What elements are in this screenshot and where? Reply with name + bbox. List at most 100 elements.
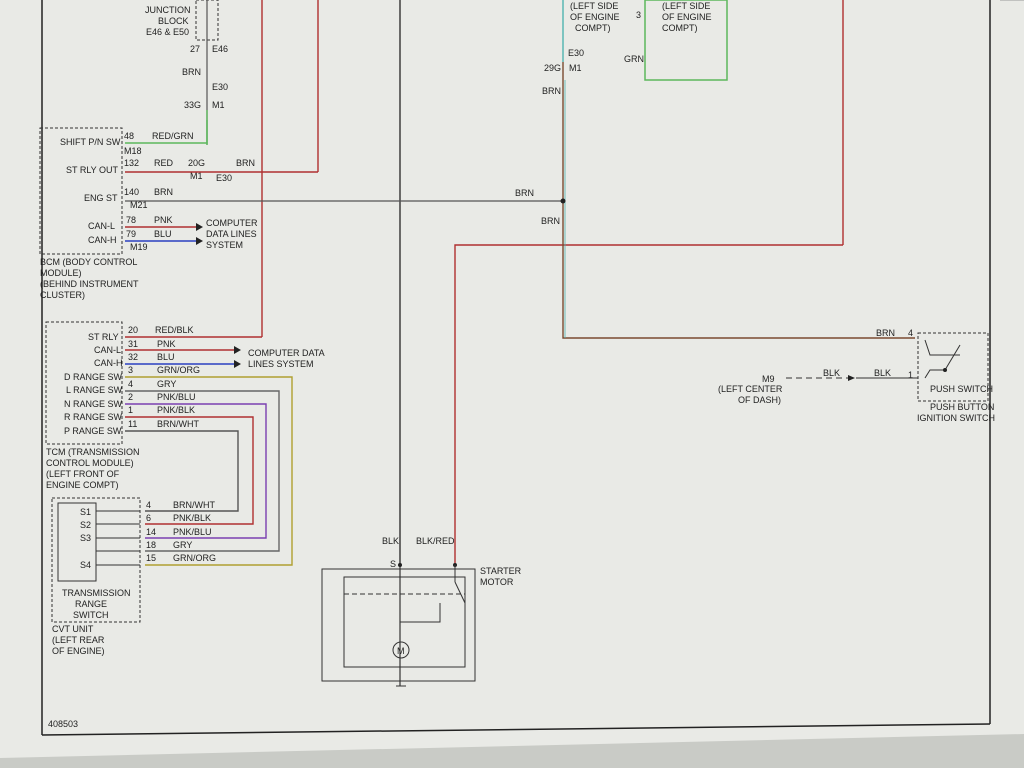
cvt-pins-4-wire: GRN/ORG xyxy=(173,553,216,563)
bcm-data_lines-line3: SYSTEM xyxy=(206,240,243,250)
top-pin_27: 27 xyxy=(190,44,200,54)
bcm-pin-engst: ENG ST 140 BRN M21 xyxy=(84,187,173,210)
bcm-pins-1-pin: 132 xyxy=(124,158,139,168)
starter-wire_blk: BLK xyxy=(382,536,399,546)
tcm-pins-1-label: CAN-L xyxy=(94,345,121,355)
push-button-ignition-switch: BRN 4 PUSH SWITCH PUSH BUTTON IGNITION S… xyxy=(718,328,995,423)
starter-motor: BLK BLK/RED S STARTER MOTOR M xyxy=(321,536,522,687)
left-side-label-1: (LEFT SIDE xyxy=(570,1,618,11)
bcm-pins-1-label: ST RLY OUT xyxy=(66,165,119,175)
bcm-data-lines: COMPUTER xyxy=(206,218,258,228)
push-switch-title: PUSH BUTTON xyxy=(930,402,994,412)
bcm-pin-strly: ST RLY OUT 132 RED 20G M1 E30 BRN xyxy=(66,158,318,183)
top-wire_brn: BRN xyxy=(182,67,201,77)
tcm-pins-3-wire: GRN/ORG xyxy=(157,365,200,375)
cvt-switch-s1: S1 xyxy=(80,507,91,517)
tcm-pins-3-pin: 3 xyxy=(128,365,133,375)
cvt-title-line3: SWITCH xyxy=(73,610,109,620)
wire-runs xyxy=(125,0,915,565)
tcm-pins-2-pin: 32 xyxy=(128,352,138,362)
tcm-pins-5-pin: 2 xyxy=(128,392,133,402)
top-wire_brn_b: BRN xyxy=(542,86,561,96)
cvt-pins-1-wire: PNK/BLK xyxy=(173,513,211,523)
tcm-pins-6-pin: 1 xyxy=(128,405,133,415)
bcm-pin_20g: 20G xyxy=(188,158,205,168)
top-left_side_2-line3: COMPT) xyxy=(662,23,698,33)
cvt-pins-4-pin: 15 xyxy=(146,553,156,563)
cvt-pins-3-wire: GRY xyxy=(173,540,192,550)
starter-title-line2: MOTOR xyxy=(480,577,514,587)
top-pin_33g: 33G xyxy=(184,100,201,110)
bcm-pins-4-pin: 79 xyxy=(126,229,136,239)
top-left_side_1-line3: COMPT) xyxy=(575,23,611,33)
tcm-pins-4-wire: GRY xyxy=(157,379,176,389)
bcm-pins-4-conn: M19 xyxy=(130,242,148,252)
top-junction_block-line2: BLOCK xyxy=(158,16,189,26)
starter-term_s: S xyxy=(390,559,396,569)
bcm-caption: BCM (BODY CONTROL xyxy=(40,257,137,267)
ground-connector: M9 xyxy=(762,374,775,384)
cvt-pins-2-pin: 14 xyxy=(146,527,156,537)
tcm-pins-1-wire: PNK xyxy=(157,339,176,349)
bcm-pins-2-conn: M21 xyxy=(130,200,148,210)
cvt-switch-s4: S4 xyxy=(80,560,91,570)
bcm-pins-2-label: ENG ST xyxy=(84,193,118,203)
bcm-pins-3-wire: PNK xyxy=(154,215,173,225)
cvt-switch-s2: S2 xyxy=(80,520,91,530)
tcm-pins-7-label: P RANGE SW xyxy=(64,426,122,436)
cvt-caption: CVT UNIT xyxy=(52,624,94,634)
bcm-pins-2-pin: 140 xyxy=(124,187,139,197)
splice-wire-in: BRN xyxy=(515,188,534,198)
tcm-pins-3-label: D RANGE SW xyxy=(64,372,123,382)
bcm-pin-canh: CAN-H 79 BLU M19 xyxy=(88,229,203,252)
tcm-pins-2-label: CAN-H xyxy=(94,358,123,368)
tcm-pins-1-pin: 31 xyxy=(128,339,138,349)
bcm-caption-line3: (BEHIND INSTRUMENT xyxy=(40,279,139,289)
tcm-pins-4-label: L RANGE SW xyxy=(66,385,123,395)
tcm-pin-canl: CAN-L 31 PNK xyxy=(94,339,241,355)
page-border xyxy=(41,723,991,736)
tcm-pins-7-pin: 11 xyxy=(128,419,137,429)
bcm-caption-line2: MODULE) xyxy=(40,268,82,278)
left-side-label-2: (LEFT SIDE xyxy=(662,1,710,11)
cvt-switch-s3: S3 xyxy=(80,533,91,543)
push_switch-pin_1: 1 xyxy=(908,370,913,380)
bcm-conn_e30: E30 xyxy=(216,173,232,183)
tcm-pins-7-wire: BRN/WHT xyxy=(157,419,199,429)
bcm-pins-4-wire: BLU xyxy=(154,229,172,239)
top-conn_e30_b: E30 xyxy=(568,48,584,58)
bcm-pins-0-wire: RED/GRN xyxy=(152,131,194,141)
tcm-pins-6-wire: PNK/BLK xyxy=(157,405,195,415)
cvt-pins-0-pin: 4 xyxy=(146,500,151,510)
bcm-pins-1-wire: RED xyxy=(154,158,174,168)
bcm-pins-4-label: CAN-H xyxy=(88,235,117,245)
splice-wire-out: BRN xyxy=(541,216,560,226)
bcm-wire_brn: BRN xyxy=(236,158,255,168)
bcm-module: SHIFT P/N SW 48 RED/GRN M18 ST RLY OUT 1… xyxy=(39,120,318,300)
push_switch-pin_4: 4 xyxy=(908,328,913,338)
push_switch-wire_brn: BRN xyxy=(876,328,895,338)
top-conn_e46: E46 xyxy=(212,44,228,54)
junction-block-label: JUNCTION xyxy=(145,5,191,15)
cvt-pins-2-wire: PNK/BLU xyxy=(173,527,212,537)
bcm-pins-2-wire: BRN xyxy=(154,187,173,197)
bcm-pins-3-label: CAN-L xyxy=(88,221,115,231)
bcm-data_lines-line2: DATA LINES xyxy=(206,229,257,239)
tcm-data-lines: COMPUTER DATA xyxy=(248,348,325,358)
top-conn_m1_b: M1 xyxy=(569,63,582,73)
push_switch-ground_loc-line2: OF DASH) xyxy=(738,395,781,405)
bcm-conn_m1: M1 xyxy=(190,171,203,181)
tcm-pins-0-wire: RED/BLK xyxy=(155,325,194,335)
top-right-connectors: (LEFT SIDE OF ENGINE COMPT) 3 (LEFT SIDE… xyxy=(542,0,728,96)
push-switch-label: PUSH SWITCH xyxy=(930,384,993,394)
push_switch-wire_blk_b: BLK xyxy=(874,368,891,378)
ground-location: (LEFT CENTER xyxy=(718,384,783,394)
tcm-pin-prange: P RANGE SW 11 BRN/WHT xyxy=(64,419,239,512)
tcm-caption: TCM (TRANSMISSION xyxy=(46,447,140,457)
